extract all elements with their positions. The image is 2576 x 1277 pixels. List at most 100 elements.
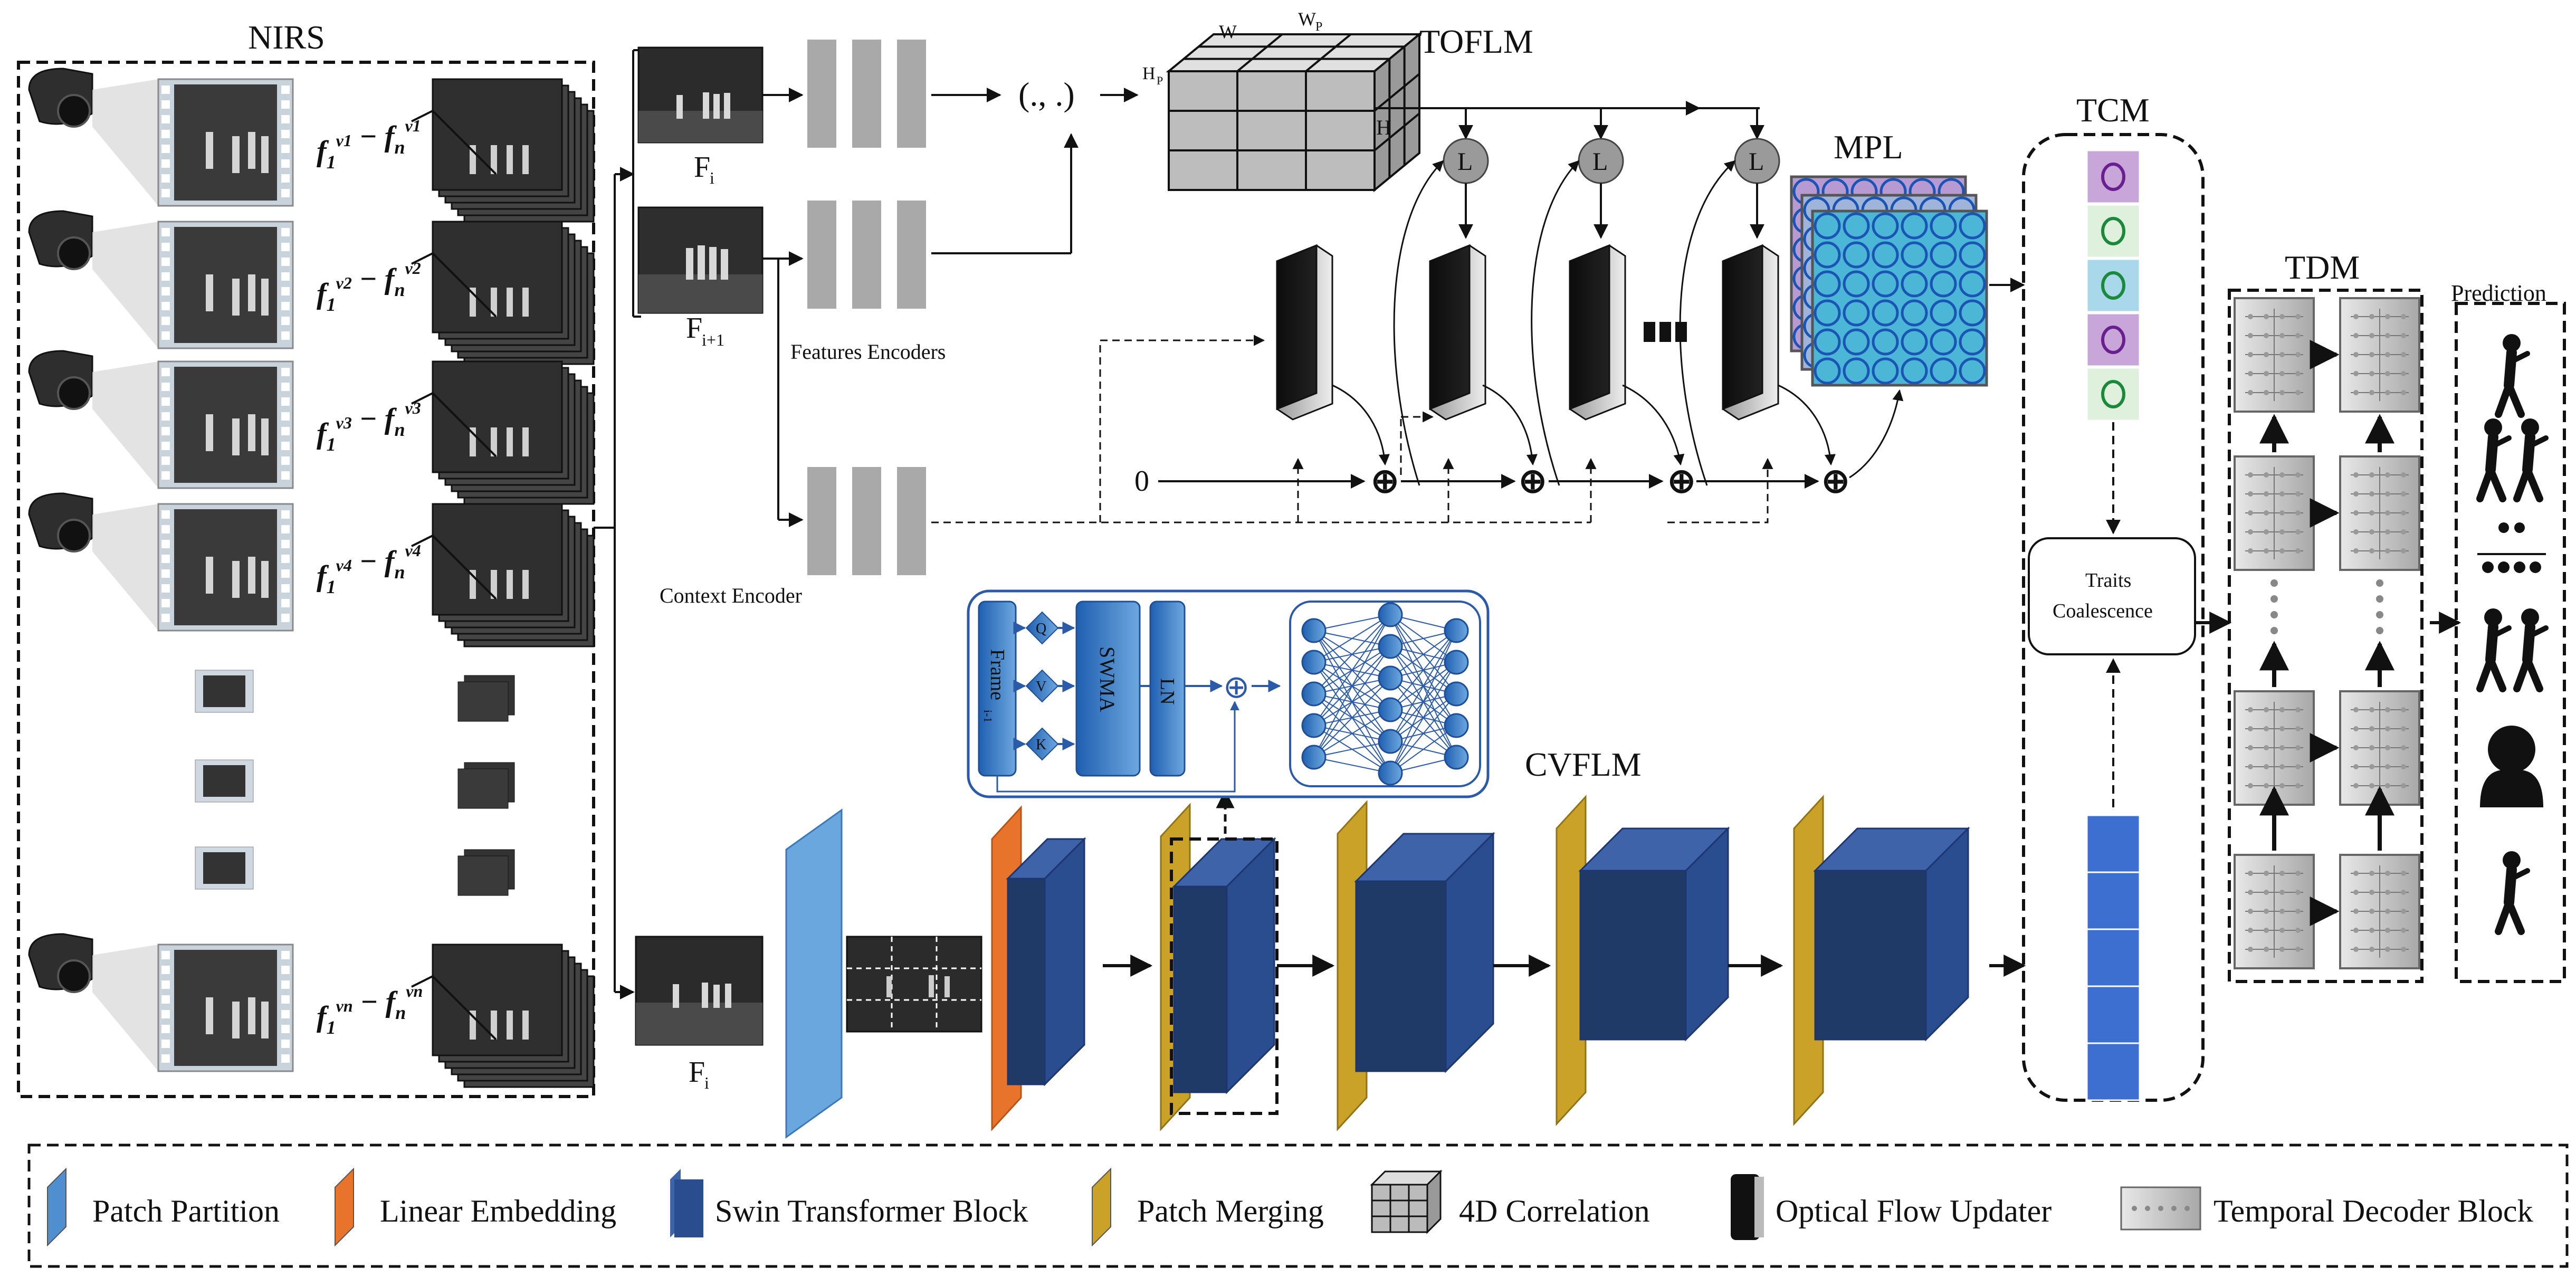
decoder-node bbox=[2369, 491, 2374, 497]
mpl-node bbox=[1959, 270, 1986, 298]
tdm-ellipsis-dot bbox=[2270, 611, 2278, 618]
prediction-title: Prediction bbox=[2451, 280, 2546, 306]
thermal-frame bbox=[174, 950, 277, 1066]
camera-view-cone bbox=[92, 945, 158, 1071]
thermal-frame bbox=[174, 227, 277, 343]
frame-range-label: f1v1 − fnv1 bbox=[317, 116, 421, 173]
film-hole bbox=[161, 189, 170, 197]
mpl-node bbox=[1901, 270, 1928, 298]
person-silhouette bbox=[248, 997, 255, 1034]
mlp-neuron bbox=[1444, 713, 1469, 738]
tdm-ellipsis-dot bbox=[2270, 595, 2278, 603]
film-hole bbox=[161, 951, 170, 959]
traits-label-2: Coalescence bbox=[2053, 600, 2153, 622]
mpl-node bbox=[1901, 212, 1928, 240]
decoder-node bbox=[2369, 890, 2374, 895]
mlp-network bbox=[1301, 602, 1469, 786]
decoder-node bbox=[2279, 871, 2285, 876]
mpl-node bbox=[1959, 212, 1986, 240]
decoder-node bbox=[2385, 548, 2390, 554]
decoder-node bbox=[2401, 472, 2406, 478]
4d-correlation-icon bbox=[1371, 1184, 1428, 1233]
decoder-node bbox=[2264, 314, 2269, 319]
frame-prev-label: Frame bbox=[986, 649, 1008, 700]
prediction-icons bbox=[2476, 334, 2549, 935]
mlp-connection bbox=[1313, 646, 1391, 758]
mpl-node bbox=[1959, 357, 1986, 385]
decoder-node bbox=[2264, 510, 2269, 516]
frame-range-label: f1vn − fnvn bbox=[317, 981, 423, 1038]
film-hole bbox=[161, 115, 170, 123]
decoder-node bbox=[2295, 909, 2301, 914]
nirs-ellipsis-frames bbox=[195, 670, 515, 896]
person-head bbox=[2521, 608, 2539, 626]
decoder-node bbox=[2369, 472, 2374, 478]
decoder-node bbox=[2401, 529, 2406, 535]
mlp-connection bbox=[1390, 630, 1457, 774]
mlp-connection bbox=[1390, 630, 1457, 742]
decoder-node bbox=[2385, 745, 2390, 750]
film-hole bbox=[161, 510, 170, 519]
thermal-frame bbox=[174, 509, 277, 625]
mpl-node bbox=[1872, 299, 1899, 327]
film-hole bbox=[161, 584, 170, 593]
person-silhouette bbox=[206, 274, 213, 311]
film-hole bbox=[161, 159, 170, 168]
film-hole bbox=[161, 1025, 170, 1033]
decoder-node bbox=[2279, 707, 2285, 712]
cube-w-label: W bbox=[1219, 21, 1237, 42]
decoder-node bbox=[2295, 333, 2301, 338]
frame-fi-bottom: F i bbox=[635, 936, 764, 1092]
decoder-node bbox=[2353, 726, 2359, 731]
decoder-node bbox=[2295, 491, 2301, 497]
mlp-connection bbox=[1313, 741, 1391, 758]
film-hole bbox=[161, 85, 170, 94]
person-silhouette bbox=[507, 570, 513, 599]
decoder-node bbox=[2369, 707, 2374, 712]
decoder-node bbox=[2295, 352, 2301, 357]
decoder-node bbox=[2248, 783, 2253, 788]
range-bracket bbox=[411, 109, 497, 175]
frame-range-label: f1v2 − fnv2 bbox=[317, 259, 421, 315]
film-hole bbox=[281, 442, 290, 450]
optical-flow-updater-icon bbox=[1731, 1174, 1760, 1240]
decoder-node bbox=[2279, 529, 2285, 535]
legend-item: Temporal Decoder Block bbox=[2120, 1186, 2533, 1231]
film-hole bbox=[281, 228, 290, 236]
decoder-node bbox=[2353, 510, 2359, 516]
person-silhouette bbox=[507, 1011, 513, 1040]
tcm-token-glyph bbox=[2101, 271, 2125, 300]
decoder-node bbox=[2401, 390, 2406, 395]
mlp-connection bbox=[1390, 725, 1457, 774]
film-hole bbox=[161, 995, 170, 1004]
mlp-neuron bbox=[1301, 681, 1327, 707]
person-silhouette bbox=[507, 288, 513, 317]
decoder-node bbox=[2295, 890, 2301, 895]
mpl-node bbox=[1814, 270, 1841, 298]
swin-transformer-block bbox=[1355, 880, 1447, 1072]
decoder-node bbox=[2248, 745, 2253, 750]
decoder-node bbox=[2385, 333, 2390, 338]
person-head bbox=[2521, 418, 2539, 436]
frame-fi1: F i+1 bbox=[637, 206, 764, 349]
tcm-tokens bbox=[2086, 149, 2141, 422]
cube-wp-label: W bbox=[1298, 8, 1316, 30]
decoder-node bbox=[2158, 1206, 2163, 1211]
person-leg bbox=[2505, 382, 2525, 418]
tdm-ellipsis-dot bbox=[2376, 595, 2383, 603]
features-encoders-label: Features Encoders bbox=[790, 340, 946, 364]
person-silhouette bbox=[232, 561, 240, 598]
decoder-node bbox=[2184, 1206, 2190, 1211]
decoder-node bbox=[2264, 390, 2269, 395]
linear-embedding-icon bbox=[335, 1167, 354, 1247]
person-silhouette bbox=[232, 418, 240, 455]
decoder-node bbox=[2264, 491, 2269, 497]
film-hole bbox=[161, 966, 170, 974]
decoder-node bbox=[2248, 314, 2253, 319]
film-hole bbox=[161, 456, 170, 465]
decoder-node bbox=[2248, 871, 2253, 876]
mpl-node bbox=[1814, 328, 1841, 356]
decoder-node bbox=[2248, 764, 2253, 769]
range-bracket bbox=[411, 392, 497, 458]
